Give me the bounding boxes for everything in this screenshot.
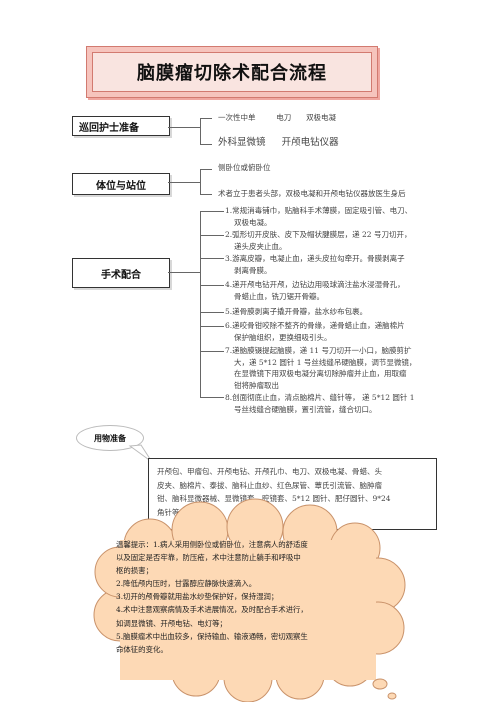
- surgery-step-3: 3.游离皮瓣，电凝止血，递头皮拉勾牵开。骨膜剥离子 剥离骨膜。: [225, 253, 445, 276]
- prep-link: [168, 127, 200, 128]
- step-tick-6: [200, 326, 224, 327]
- step-text: 钳将肿瘤取出: [234, 380, 279, 390]
- surgery-step-5: 5.递骨膜剥离子撬开骨瓣，盐水纱布包裹。: [225, 306, 445, 318]
- position-tick-1: [200, 169, 212, 170]
- step-text: 5.递骨膜剥离子撬开骨瓣，盐水纱布包裹。: [225, 307, 368, 316]
- step-text: 6.递咬骨钳咬除不整齐的骨缘，递骨蜡止血，递脑棉片: [225, 321, 405, 330]
- step-tick-3: [200, 258, 224, 259]
- position-line-2: 术者立于患者头部，双极电凝和开颅电钻仪器放医生身后: [218, 189, 406, 198]
- step-text: 保护脑组织，更换细吸引头。: [234, 332, 332, 342]
- prep-tick-2: [200, 144, 212, 145]
- title-inner-frame: 脑膜瘤切除术配合流程: [92, 52, 372, 92]
- step-text: 8.创面彻底止血，清点脑棉片、缝针等， 递 5*12 圆针 1: [225, 393, 415, 402]
- step-text: 号丝线缝合硬脑膜，置引流管，缝合切口。: [234, 404, 377, 414]
- section-surgery: 手术配合: [72, 258, 170, 288]
- section-position: 体位与站位: [72, 173, 170, 195]
- step-tick-1: [200, 211, 224, 212]
- step-text: 2.弧形切开皮肤、皮下及帽状腱膜层，递 22 号刀切开，: [225, 230, 412, 239]
- step-text: 骨蜡止血，铣刀锯开骨瓣。: [234, 291, 324, 301]
- step-text: 4.递开颅电钻开颅，边钻边用吸球滴注盐水浸湿骨孔，: [225, 280, 405, 289]
- equipment-line: 开颅包、甲瘤包、开颅电钻、开颅孔巾、电刀、双极电凝、骨蜡、头: [157, 467, 382, 476]
- title-frame: 脑膜瘤切除术配合流程: [86, 46, 378, 98]
- step-tick-4: [200, 285, 224, 286]
- step-text: 剥离骨膜。: [234, 265, 272, 275]
- tip-line: 5.脑膜瘤术中出血较多，保持输血、输液通畅，密切观察生: [116, 631, 308, 641]
- tip-line: 2.降低颅内压时，甘露醇应静脉快速滴入。: [116, 579, 257, 589]
- prep-item: 开颅电钻仪器: [281, 137, 339, 148]
- step-tick-5: [200, 312, 224, 313]
- prep-item: 双极电凝: [306, 113, 337, 122]
- step-text: 递头皮夹止血。: [234, 241, 287, 251]
- step-text: 1.常规消毒铺巾，贴脑科手术薄膜，固定吸引管、电刀、: [225, 206, 413, 215]
- equipment-line: 皮夹、脑棉片、泰拔、脑科止血纱、红色尿管、蕈氏引流管、脑肿瘤: [157, 480, 382, 490]
- surgery-bracket: [200, 211, 201, 397]
- position-link: [168, 182, 200, 183]
- position-line-1: 侧卧位或俯卧位: [218, 163, 271, 172]
- page-title: 脑膜瘤切除术配合流程: [137, 63, 327, 84]
- tip-line: 4.术中注意观察病情及手术进展情况，及时配合手术进行，: [116, 605, 308, 615]
- step-text: 大，递 5*12 圆针 1 号丝线缝吊硬脑膜，调节显微镜，: [234, 357, 417, 367]
- step-text: 3.游离皮瓣，电凝止血，递头皮拉勾牵开。骨膜剥离子: [225, 254, 405, 263]
- surgery-step-2: 2.弧形切开皮肤、皮下及帽状腱膜层，递 22 号刀切开， 递头皮夹止血。: [225, 229, 445, 252]
- tip-line: 命体征的变化。: [116, 644, 168, 654]
- surgery-link: [168, 272, 200, 273]
- section-prep: 巡回护士准备: [72, 116, 170, 136]
- tip-line: 3.切开的颅骨瓣就用盐水纱垫保护好，保持湿润；: [116, 592, 279, 602]
- prep-item: 外科显微镜: [218, 137, 266, 148]
- prep-item: 电刀: [276, 113, 292, 122]
- prep-line-1: 一次性中单 电刀 双极电凝: [218, 112, 336, 123]
- prep-item: 一次性中单: [218, 113, 256, 122]
- equipment-line: 钳、脑科显微器械、显微镜套、腔镜套、5*12 圆针、肥仔圆针、9*24: [157, 494, 391, 503]
- step-text: 在显微镜下用双极电凝分离切除肿瘤并止血，用取瘤: [234, 369, 407, 379]
- surgery-step-7: 7.递脑膜镊提起脑膜，递 11 号刀切开一小口，脑膜剪扩 大，递 5*12 圆针…: [225, 345, 445, 391]
- prep-bracket: [200, 118, 201, 144]
- equipment-line: 角针等: [157, 507, 180, 517]
- surgery-step-6: 6.递咬骨钳咬除不整齐的骨缘，递骨蜡止血，递脑棉片 保护脑组织，更换细吸引头。: [225, 320, 445, 343]
- surgery-step-1: 1.常规消毒铺巾，贴脑科手术薄膜，固定吸引管、电刀、 双极电凝。: [225, 205, 445, 228]
- tip-line: 枢的损害；: [116, 566, 153, 576]
- prep-tick-1: [200, 118, 212, 119]
- step-tick-2: [200, 235, 224, 236]
- tip-line: 以及固定是否牢靠，防压疮，术中注意防止躺手和呼吸中: [116, 553, 301, 563]
- tip-line: 如调显微镜、开颅电钻、电灯等；: [116, 618, 227, 628]
- step-tick-8: [200, 397, 224, 398]
- surgery-step-8: 8.创面彻底止血，清点脑棉片、缝针等， 递 5*12 圆针 1 号丝线缝合硬脑膜…: [225, 392, 445, 415]
- step-text: 7.递脑膜镊提起脑膜，递 11 号刀切开一小口，脑膜剪扩: [225, 346, 412, 355]
- tips-text: 温馨提示：1.病人采用侧卧位或俯卧位，注意病人的舒适度 以及固定是否牢靠，防压疮…: [116, 538, 374, 656]
- position-tick-2: [200, 194, 212, 195]
- tip-line: 温馨提示：1.病人采用侧卧位或俯卧位，注意病人的舒适度: [116, 540, 308, 549]
- position-bracket: [200, 169, 201, 194]
- surgery-step-4: 4.递开颅电钻开颅，边钻边用吸球滴注盐水浸湿骨孔， 骨蜡止血，铣刀锯开骨瓣。: [225, 279, 445, 302]
- step-text: 双极电凝。: [234, 217, 272, 227]
- prep-line-2: 外科显微镜 开颅电钻仪器: [218, 137, 339, 148]
- step-tick-7: [200, 351, 224, 352]
